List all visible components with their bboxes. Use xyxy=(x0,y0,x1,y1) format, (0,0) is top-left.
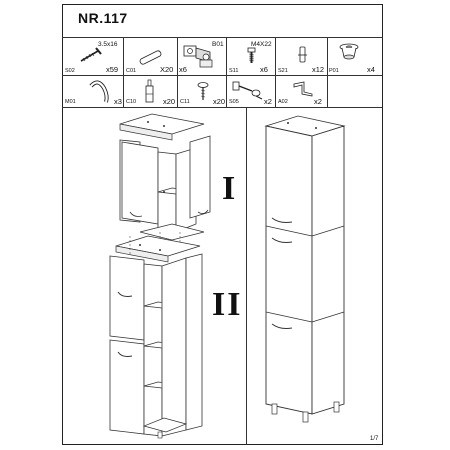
bracket-icon xyxy=(293,81,313,97)
part-spec: B01 xyxy=(212,41,224,48)
part-qty: x20 xyxy=(163,97,176,106)
table-col-divider xyxy=(177,37,178,107)
table-col-divider xyxy=(327,37,328,107)
part-code: C10 xyxy=(126,99,137,105)
step-1-label: I xyxy=(222,170,238,207)
part-qty: x12 xyxy=(312,65,325,74)
assembled-cabinet xyxy=(264,115,346,423)
hinge-icon xyxy=(183,45,213,68)
wall-screw-icon xyxy=(232,81,263,100)
section-divider xyxy=(246,107,247,445)
table-top-border xyxy=(62,37,383,38)
part-code: C11 xyxy=(180,99,190,105)
part-qty: x6 xyxy=(260,65,268,74)
part-code: A02 xyxy=(278,99,288,105)
part-code: S21 xyxy=(278,68,288,74)
cam-lock-icon xyxy=(197,82,209,100)
page-title: NR.117 xyxy=(78,10,128,26)
handle-icon xyxy=(89,80,109,103)
lower-cabinet-exploded xyxy=(109,235,203,439)
upper-cabinet-exploded xyxy=(119,113,211,248)
table-col-divider xyxy=(226,37,227,107)
page-number: 1/7 xyxy=(370,436,379,442)
part-qty: x59 xyxy=(106,65,119,74)
bolt-icon xyxy=(247,47,256,63)
part-code: S11 xyxy=(229,68,239,74)
table-col-divider xyxy=(123,37,124,107)
part-spec: 3.5x16 xyxy=(98,41,118,48)
part-qty: x4 xyxy=(367,65,375,74)
glue-bottle-icon xyxy=(145,79,154,103)
part-qty: x2 xyxy=(264,97,272,106)
table-bottom-border xyxy=(62,107,383,108)
dowel-icon xyxy=(139,50,162,65)
shelf-pin-icon xyxy=(298,46,307,63)
part-qty: x6 xyxy=(179,65,187,74)
part-code: M01 xyxy=(65,99,76,105)
table-col-divider xyxy=(275,37,276,107)
table-row-divider xyxy=(62,75,383,76)
part-spec: M4X22 xyxy=(251,41,272,48)
part-qty: x2 xyxy=(314,97,322,106)
part-code: S05 xyxy=(229,99,239,105)
leg-icon xyxy=(339,43,359,60)
part-code: C01 xyxy=(126,68,137,74)
part-code: P01 xyxy=(329,68,339,74)
part-qty: X20 xyxy=(160,65,174,74)
part-qty: x3 xyxy=(114,97,122,106)
step-2-label: II xyxy=(212,286,243,323)
part-qty: x20 xyxy=(213,97,226,106)
screw-icon xyxy=(80,47,102,62)
part-code: S02 xyxy=(65,68,75,74)
